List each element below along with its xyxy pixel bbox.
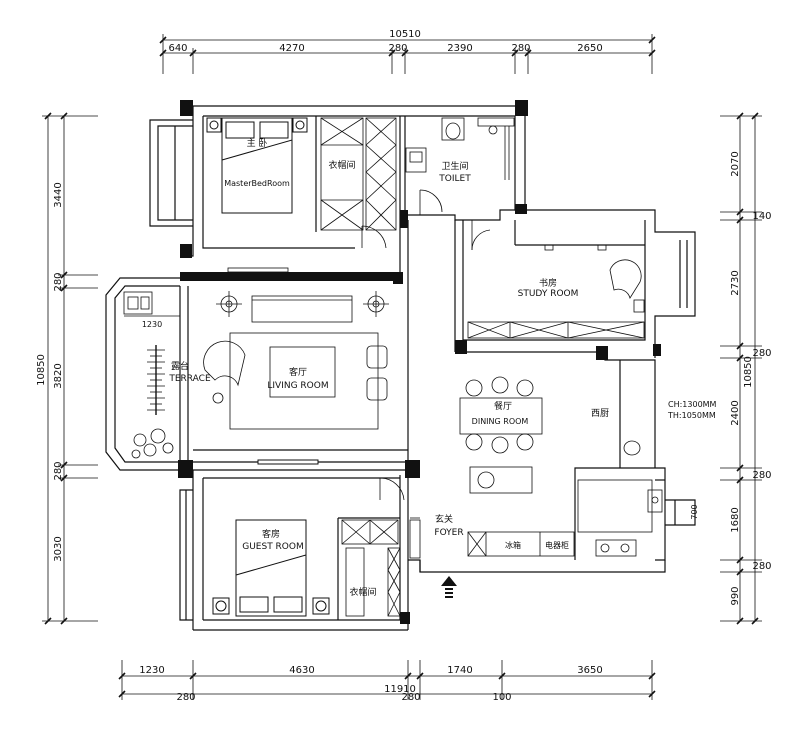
study-label-cn: 书房: [539, 277, 557, 289]
left-dim-2: 280: [53, 272, 64, 291]
bottom-total-dim: 11910: [384, 684, 416, 695]
bottom-dim-5: 280: [176, 692, 195, 703]
right-dimension-lines: [720, 115, 762, 622]
master-bedroom-label-cn: 主 卧: [247, 137, 268, 149]
guest-room-label-cn: 客房: [262, 528, 280, 540]
toilet-label-en: TOILET: [438, 174, 471, 184]
dining-room-label-en: DINING ROOM: [472, 417, 529, 426]
study-furniture: [467, 244, 645, 339]
entrance-arrow-icon: [441, 576, 457, 598]
structural-columns: [178, 100, 661, 624]
left-dim-1: 3440: [53, 182, 64, 207]
dining-room-label-cn: 餐厅: [494, 400, 512, 412]
foyer-label-cn: 玄关: [435, 513, 453, 525]
toilet-fixtures: [405, 117, 515, 251]
master-closet: [320, 117, 397, 231]
master-bed: [206, 117, 308, 214]
bottom-dim-6: 280: [401, 692, 420, 703]
right-dim-2: 140: [752, 211, 771, 222]
living-furniture: [203, 291, 389, 430]
right-dim-1: 2070: [730, 151, 741, 176]
guest-closet: [341, 519, 401, 617]
fridge-label: 冰箱: [505, 540, 521, 550]
right-dim-4: 280: [752, 348, 771, 359]
master-bedroom-label-en: MasterBedRoom: [224, 179, 290, 188]
left-dimension-lines: [42, 115, 98, 622]
right-dim-3: 2730: [730, 270, 741, 295]
living-room-label-cn: 客厅: [289, 366, 307, 378]
left-dim-3: 3820: [53, 363, 64, 388]
appliance-cabinet-label: 电器柜: [545, 540, 569, 550]
guest-bed: [212, 459, 330, 617]
bottom-dim-1: 1230: [139, 665, 164, 676]
guest-room-label-en: GUEST ROOM: [242, 542, 304, 552]
toilet-label-cn: 卫生间: [441, 160, 468, 172]
foyer-label-en: FOYER: [434, 528, 463, 538]
top-dimension-lines: [162, 34, 653, 74]
right-dim-6: 280: [752, 470, 771, 481]
foyer-cabinets: [379, 477, 575, 559]
left-dim-4: 280: [53, 461, 64, 480]
window-700-dim: 700: [690, 504, 699, 519]
left-total-dim: 10850: [36, 354, 47, 386]
kitchen-ch-note: CH:1300MM: [668, 400, 717, 409]
dining-furniture: [459, 376, 543, 494]
kitchen-fixtures: [577, 440, 663, 557]
guest-closet-label: 衣帽间: [349, 586, 376, 598]
kitchen-label-cn: 西厨: [591, 408, 609, 419]
bottom-dim-2: 4630: [289, 665, 314, 676]
master-door: [227, 225, 387, 273]
top-dim-5: 280: [511, 43, 530, 54]
right-dim-5: 2400: [730, 400, 741, 425]
terrace-fixtures: [123, 291, 180, 459]
kitchen-th-note: TH:1050MM: [667, 411, 716, 420]
terrace-width-dim: 1230: [142, 320, 162, 329]
right-dim-8: 280: [752, 561, 771, 572]
bottom-dim-3: 1740: [447, 665, 472, 676]
living-room-label-en: LIVING ROOM: [267, 381, 328, 391]
bottom-dim-7: 100: [492, 692, 511, 703]
top-dim-3: 280: [388, 43, 407, 54]
bottom-dimension-lines: [121, 660, 653, 700]
right-dim-9: 990: [730, 586, 741, 605]
master-closet-label: 衣帽间: [328, 159, 355, 171]
top-total-dim: 10510: [389, 29, 421, 40]
right-total-dim: 10850: [743, 356, 754, 388]
study-label-en: STUDY ROOM: [518, 289, 579, 299]
top-dim-6: 2650: [577, 43, 602, 54]
walls: [105, 105, 696, 631]
terrace-label-en: TERRACE: [168, 374, 211, 384]
top-dim-2: 4270: [279, 43, 304, 54]
right-dim-7: 1680: [730, 507, 741, 532]
bottom-dim-4: 3650: [577, 665, 602, 676]
top-dim-4: 2390: [447, 43, 472, 54]
top-dim-1: 640: [168, 43, 187, 54]
terrace-label-cn: 露台: [171, 360, 189, 372]
left-dim-5: 3030: [53, 536, 64, 561]
